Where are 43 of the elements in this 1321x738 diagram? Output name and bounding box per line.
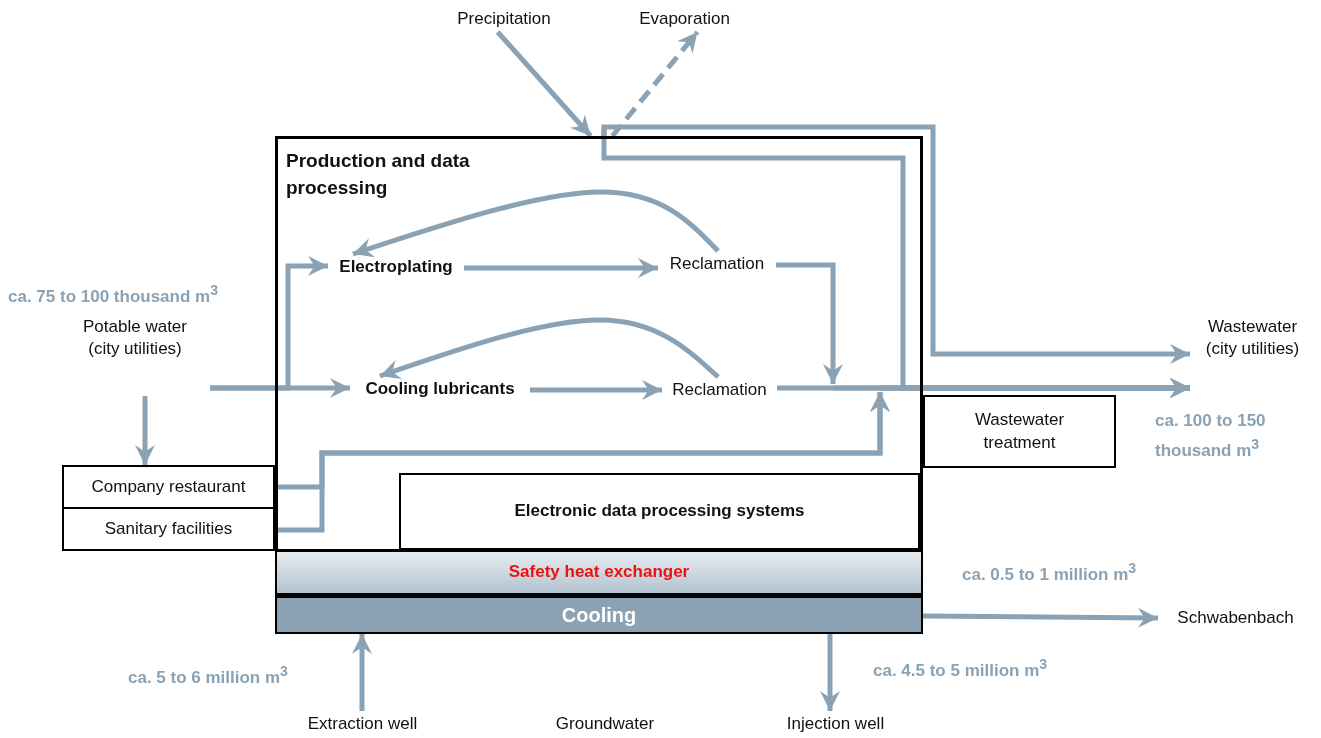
process-label: Reclamation <box>662 377 777 403</box>
sink-label: Schwabenbach <box>1158 605 1313 631</box>
flow-label: Evaporation <box>612 6 757 32</box>
process-box <box>399 473 920 550</box>
well-label: Extraction well <box>290 711 435 737</box>
department-frame <box>275 136 923 552</box>
arrow <box>210 378 350 398</box>
volume-label: ca. 5 to 6 million m$^{3}$ <box>128 662 289 689</box>
volume-label: ca. 75 to 100 thousand m$^{3}$ <box>8 281 220 308</box>
box-label: Cooling <box>561 603 637 628</box>
frame-title: Production and data processing <box>286 149 471 200</box>
arrow <box>275 378 1190 533</box>
arrow <box>379 317 720 379</box>
box-label: Company restaurant <box>91 475 246 498</box>
cooling-band <box>275 595 923 634</box>
box-label: Safety heat exchanger <box>508 561 690 584</box>
process-label: Reclamation <box>658 251 776 277</box>
arrow <box>610 30 700 138</box>
flow-label: Precipitation <box>440 6 568 32</box>
box-label: Wastewater treatment <box>973 409 1066 454</box>
volume-label: ca. 4.5 to 5 million m$^{3}$ <box>873 655 1049 682</box>
well-label: Injection well <box>768 711 903 737</box>
arrow <box>352 634 372 711</box>
arrow <box>135 396 155 465</box>
treatment-box <box>923 395 1116 468</box>
box-label: Sanitary facilities <box>104 517 233 540</box>
arrow <box>922 607 1159 628</box>
arrow <box>530 380 662 400</box>
arrow <box>820 634 840 711</box>
arrow <box>464 258 658 278</box>
volume-label: ca. 100 to 150 thousand m$^{3}$ <box>1155 410 1267 462</box>
process-label: Electroplating <box>328 254 464 280</box>
arrow <box>495 30 593 138</box>
source-label: Potable water (city utilities) <box>60 316 210 396</box>
area-label: Groundwater <box>554 713 656 735</box>
sink-label: Wastewater (city utilities) <box>1190 316 1315 392</box>
process-label: Cooling lubricants <box>350 376 530 402</box>
volume-label: ca. 0.5 to 1 million m$^{3}$ <box>962 559 1138 586</box>
facility-box <box>62 465 275 509</box>
facility-box <box>62 507 275 551</box>
box-label: Electronic data processing systems <box>514 500 805 523</box>
arrow <box>352 189 720 258</box>
heat-exchanger-band <box>275 552 923 595</box>
